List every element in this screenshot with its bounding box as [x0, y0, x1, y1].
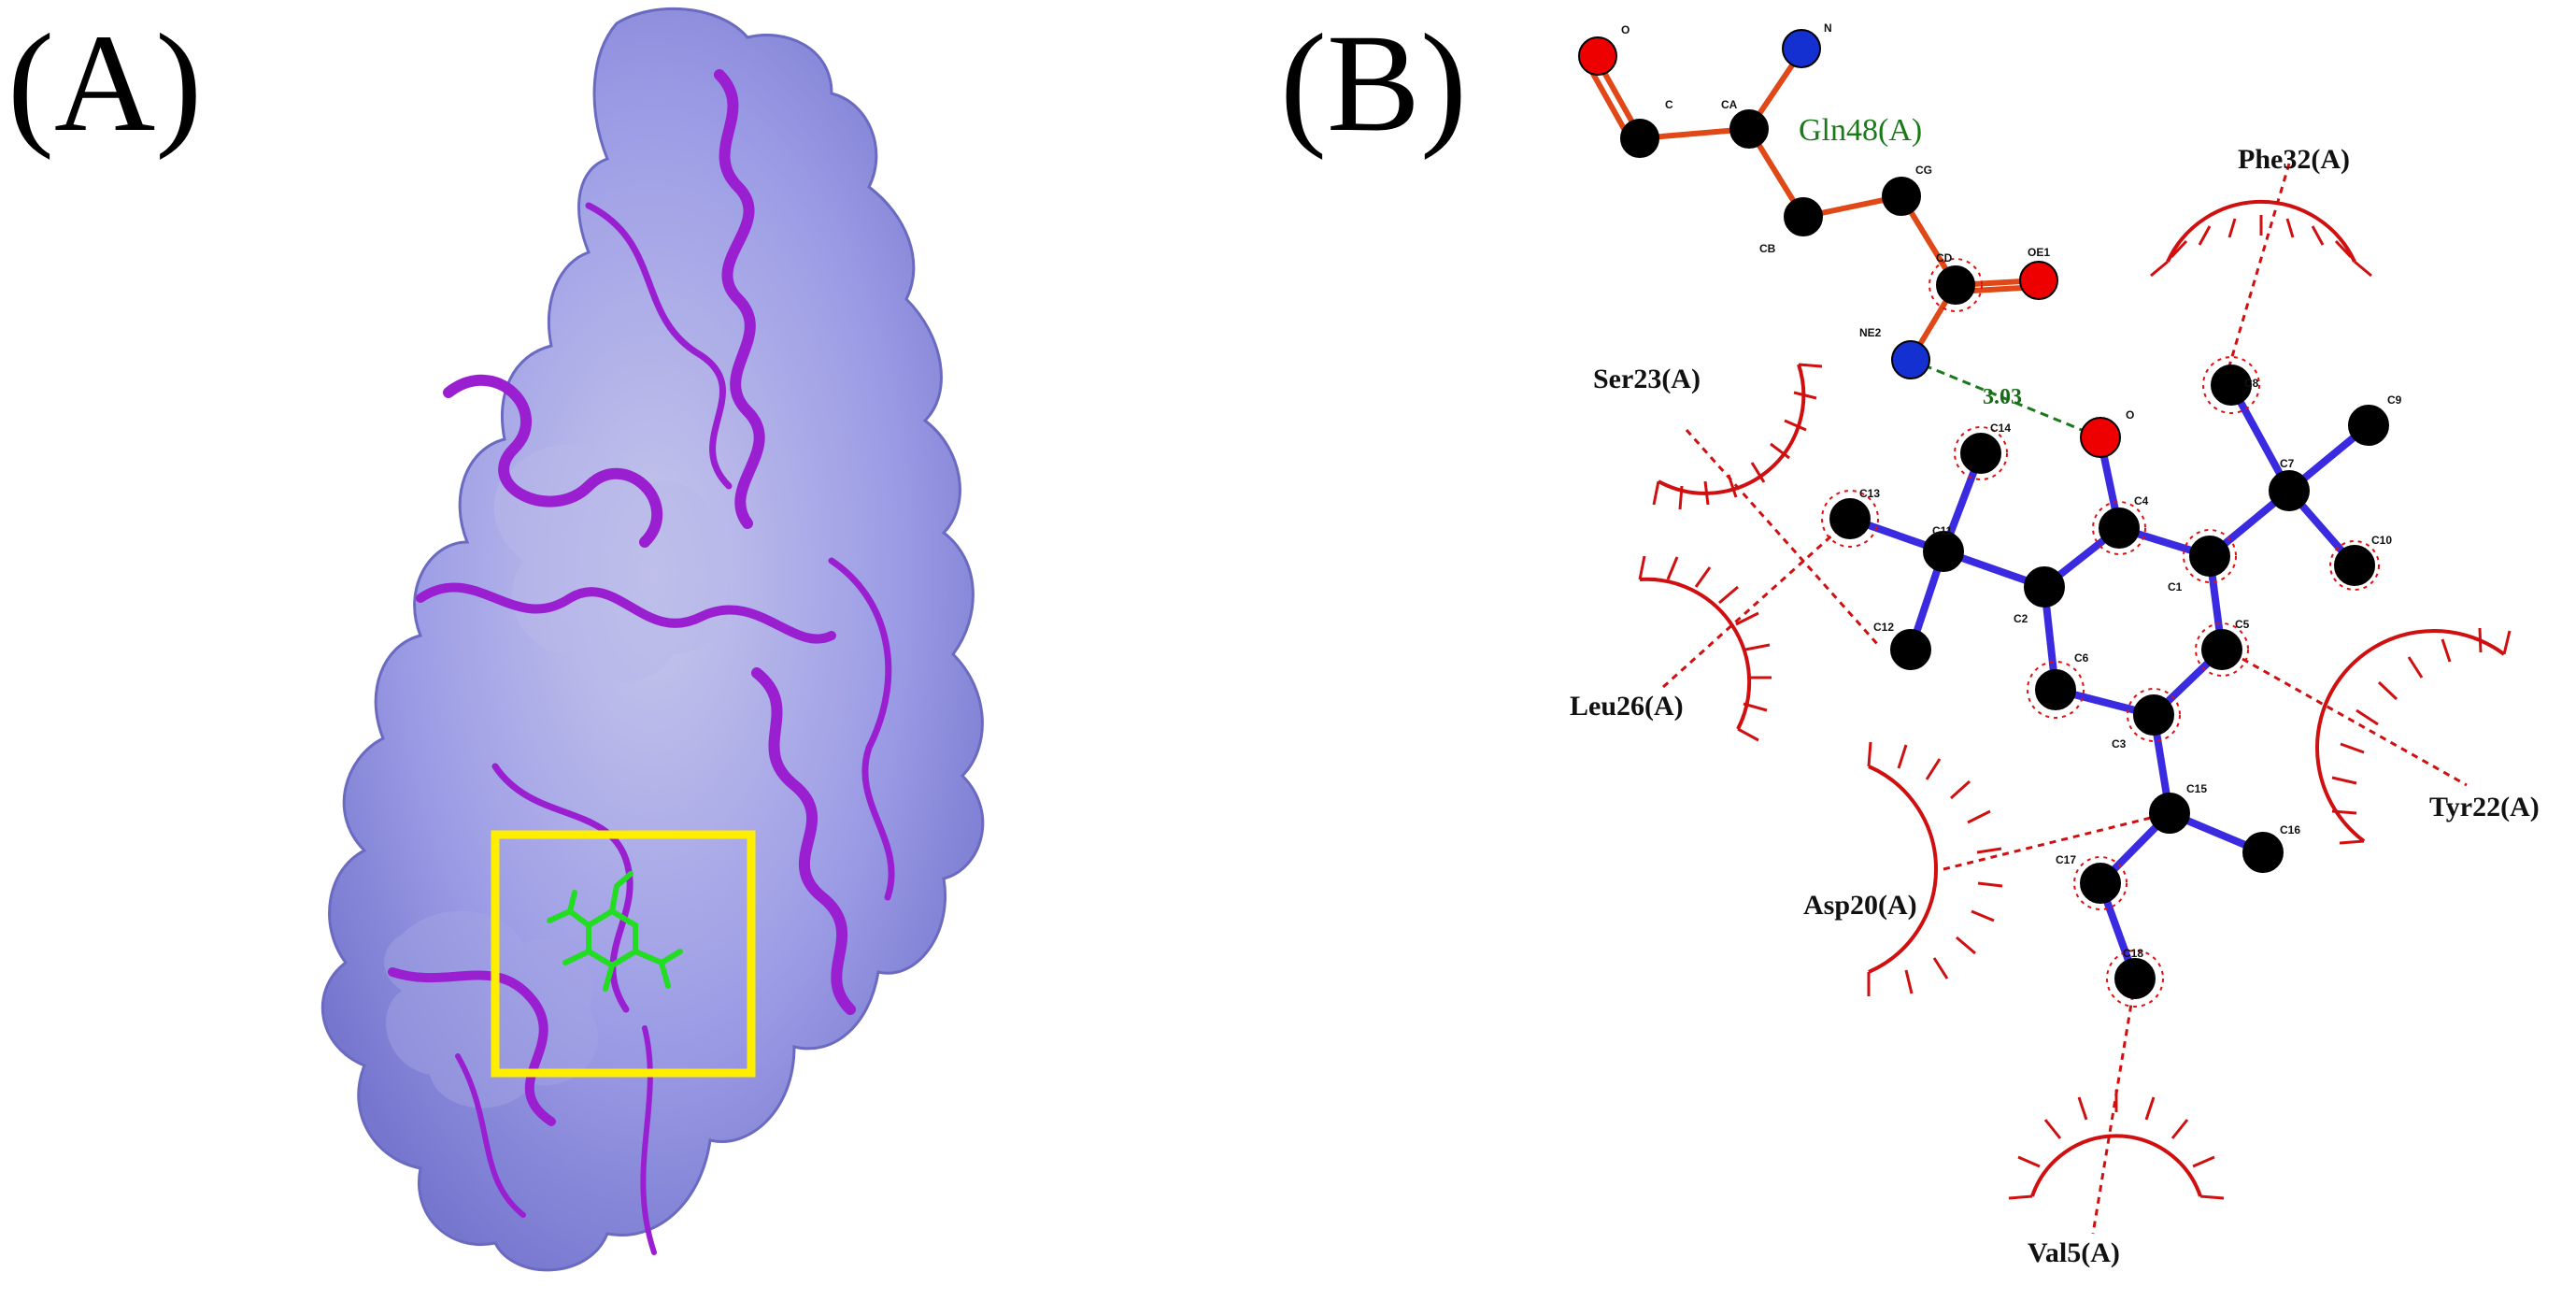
atom-ne2-gln [1891, 340, 1930, 379]
atom-c9 [2348, 405, 2389, 446]
panel-label-b: (B) [1280, 6, 1467, 161]
gln48-atom-labels: O C CA N CB CG CD OE1 NE2 [1621, 21, 2050, 339]
panel-label-a: (A) [7, 6, 203, 161]
atom-label: C16 [2280, 823, 2300, 836]
atom-label: C18 [2123, 947, 2143, 960]
hydrophobic-arc-phe32 [2150, 199, 2372, 278]
residue-label-asp20: Asp20(A) [1803, 890, 1917, 921]
hydrophobic-arc-asp20 [1867, 741, 2003, 996]
ligand-atom-labels: O C4 C8 C7 C9 C10 C1 C5 C14 C13 C11 C2 C… [1859, 377, 2402, 960]
atom-contact-ticks [1821, 258, 2380, 1008]
protein-structure-render [320, 7, 985, 1272]
residue-label-ser23: Ser23(A) [1593, 364, 1701, 394]
atom-c4 [2099, 508, 2140, 549]
atom-label: C6 [2074, 651, 2089, 665]
residue-label-phe32: Phe32(A) [2238, 144, 2350, 175]
atom-label: C9 [2387, 393, 2402, 407]
atom-label: CA [1721, 98, 1738, 111]
atom-label: C4 [2134, 494, 2149, 508]
atom-label: CG [1915, 164, 1932, 177]
atom-label: C12 [1873, 621, 1894, 634]
atom-cb-gln [1784, 197, 1823, 236]
atom-label: O [1621, 23, 1630, 36]
atom-label: N [1824, 21, 1832, 35]
atom-c13 [1829, 498, 1871, 539]
ligand-atoms [1829, 365, 2389, 999]
atom-c6 [2035, 669, 2076, 710]
atom-label: C13 [1859, 487, 1880, 500]
binding-site-highlight-box [491, 830, 756, 1078]
atom-c10 [2334, 545, 2375, 586]
atom-label: C8 [2244, 377, 2259, 390]
atom-label: C5 [2235, 618, 2250, 631]
hydrophobic-arc-leu26 [1638, 555, 1772, 742]
atom-o-gln [1578, 36, 1617, 76]
atom-c14 [1960, 433, 2001, 474]
atom-c18 [2114, 958, 2156, 999]
atom-ca-gln [1729, 109, 1769, 149]
atom-c11 [1923, 531, 1964, 572]
residue-label-val5: Val5(A) [2028, 1237, 2120, 1268]
atom-label: O [2126, 408, 2134, 422]
residue-label-tyr22: Tyr22(A) [2429, 792, 2540, 822]
atom-c1 [2189, 536, 2230, 577]
atom-label: C14 [1990, 422, 2011, 435]
atom-label: C1 [2168, 580, 2183, 593]
protein-ribbon [388, 69, 895, 1255]
atom-c17 [2080, 863, 2121, 904]
atom-cg-gln [1882, 177, 1921, 216]
atom-n-gln [1782, 29, 1821, 68]
hydrogen-bond-line [1910, 358, 2099, 438]
atom-c8 [2211, 365, 2252, 406]
atom-label: C [1665, 98, 1673, 111]
atom-c16 [2242, 832, 2284, 873]
atom-c15 [2149, 793, 2190, 834]
atom-label: C10 [2371, 534, 2392, 547]
atom-oe1-gln [2019, 261, 2058, 300]
atom-o-ligand [2080, 417, 2121, 458]
hydrophobic-arc-tyr22 [2315, 627, 2512, 845]
ligand-stick-model [547, 871, 683, 992]
atom-label: C15 [2186, 782, 2207, 795]
gln48-atoms [1578, 29, 2058, 379]
atom-label: C7 [2280, 457, 2295, 470]
atom-label: CB [1759, 242, 1776, 255]
hydrophobic-contact-lines [1661, 163, 2468, 1235]
atom-c5 [2201, 629, 2242, 670]
atom-c12 [1890, 629, 1931, 670]
atom-cd-gln [1936, 265, 1975, 305]
residue-label-leu26: Leu26(A) [1570, 691, 1684, 722]
hydrophobic-arc-ser23 [1652, 363, 1823, 510]
atom-c2 [2024, 566, 2065, 608]
atom-label: C11 [1932, 524, 1953, 537]
atom-label: CD [1936, 251, 1953, 264]
hydrophobic-arc-val5 [2008, 1090, 2225, 1200]
atom-c7 [2269, 470, 2310, 511]
atom-c3 [2133, 694, 2174, 736]
atom-c-gln [1620, 119, 1659, 158]
atom-label: OE1 [2028, 246, 2050, 259]
atom-label: C3 [2112, 737, 2127, 751]
atom-label: NE2 [1859, 326, 1882, 339]
atom-label: C17 [2056, 853, 2076, 866]
atom-label: C2 [2014, 612, 2028, 625]
hbond-residue-label: Gln48(A) [1799, 113, 1922, 148]
hbond-distance-label: 3.03 [1983, 385, 2022, 409]
